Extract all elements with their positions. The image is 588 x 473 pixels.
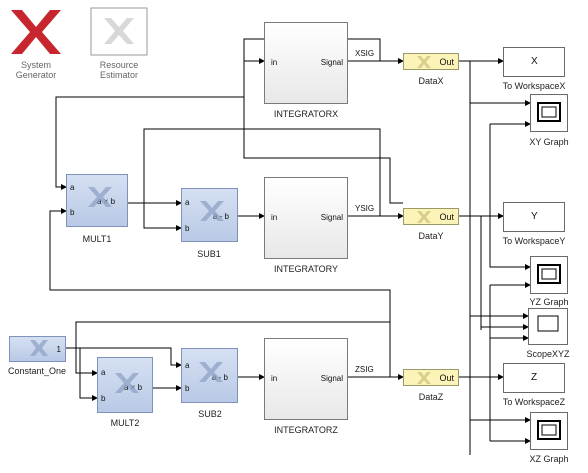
datax-port-out: Out bbox=[439, 57, 454, 67]
to-workspace-x-block[interactable]: X bbox=[503, 47, 565, 77]
constant-one-block[interactable]: 1 bbox=[9, 336, 66, 362]
scopexyz-label: ScopeXYZ bbox=[526, 349, 570, 359]
sub2-block[interactable]: a b a - b bbox=[181, 348, 238, 403]
integratory-block[interactable]: in Signal bbox=[264, 177, 348, 259]
datay-block[interactable]: Out bbox=[403, 208, 459, 225]
mult2-op: a × b bbox=[124, 383, 143, 392]
sub2-op: a - b bbox=[212, 373, 229, 382]
scope-icon bbox=[537, 315, 559, 332]
xz-graph-icon bbox=[537, 420, 561, 440]
integratorz-block[interactable]: in Signal bbox=[264, 338, 348, 420]
wire-y-yz bbox=[489, 216, 531, 270]
wire-intx-feedback bbox=[243, 97, 403, 204]
wire-const-sub2-a bbox=[80, 347, 182, 368]
datax-label: DataX bbox=[418, 76, 444, 86]
sub1-port-a: a bbox=[185, 198, 190, 207]
wire-x-mult1-a bbox=[55, 61, 245, 190]
sub2-port-b: b bbox=[185, 384, 190, 393]
sub1-op: a - b bbox=[213, 212, 230, 221]
constant-one-value: 1 bbox=[56, 345, 61, 354]
mult1-block[interactable]: a b a × b bbox=[66, 174, 128, 227]
xy-graph-icon bbox=[537, 102, 561, 122]
integratory-label: INTEGRATORY bbox=[273, 264, 339, 274]
dataz-port-out: Out bbox=[439, 373, 454, 383]
mult1-port-a: a bbox=[70, 183, 75, 192]
datay-label: DataY bbox=[418, 231, 444, 241]
xy-graph-block[interactable] bbox=[530, 94, 568, 132]
to-workspace-x-var: X bbox=[531, 56, 538, 67]
ysig-label: YSIG bbox=[355, 204, 375, 213]
mult2-label: MULT2 bbox=[110, 418, 140, 428]
integratorz-port-in: in bbox=[271, 374, 278, 383]
mult1-label: MULT1 bbox=[82, 234, 112, 244]
wire-z-mult1-b bbox=[49, 208, 391, 377]
integratorx-port-out: Signal bbox=[320, 58, 343, 67]
sub2-port-a: a bbox=[185, 361, 190, 370]
xilinx-logo-icon bbox=[11, 10, 61, 54]
dataz-block[interactable]: Out bbox=[403, 369, 459, 386]
to-workspace-z-block[interactable]: Z bbox=[503, 363, 565, 393]
integratorx-port-in: in bbox=[271, 58, 278, 67]
zsig-label: ZSIG bbox=[355, 365, 374, 374]
integratorx-label: INTEGRATORX bbox=[273, 109, 339, 119]
xz-graph-label: XZ Graph bbox=[529, 454, 569, 464]
datay-port-out: Out bbox=[439, 212, 454, 222]
wire-datax-mult1-a bbox=[243, 38, 381, 64]
to-workspace-x-label: To WorkspaceX bbox=[502, 81, 566, 91]
to-workspace-y-label: To WorkspaceY bbox=[502, 236, 566, 246]
datax-block[interactable]: Out bbox=[403, 53, 459, 70]
dataz-label: DataZ bbox=[418, 392, 444, 402]
sub1-label: SUB1 bbox=[197, 249, 221, 259]
integratorx-block[interactable]: in Signal bbox=[264, 22, 348, 104]
constant-one-label: Constant_One bbox=[7, 366, 67, 376]
integratorz-port-out: Signal bbox=[320, 374, 343, 383]
xz-graph-block[interactable] bbox=[530, 412, 568, 450]
integratory-port-in: in bbox=[271, 213, 278, 222]
scopexyz-block[interactable] bbox=[528, 308, 568, 345]
to-workspace-z-label: To WorkspaceZ bbox=[502, 397, 566, 407]
yz-graph-label: YZ Graph bbox=[529, 297, 569, 307]
mult2-port-b: b bbox=[101, 394, 106, 403]
integratorz-label: INTEGRATORZ bbox=[274, 425, 338, 435]
wire-z-mult2-a bbox=[75, 321, 390, 376]
yz-graph-block[interactable] bbox=[530, 256, 568, 294]
mult1-op: a × b bbox=[97, 197, 116, 206]
integratory-port-out: Signal bbox=[320, 213, 343, 222]
resource-estimator-icon bbox=[104, 18, 134, 44]
sub1-port-b: b bbox=[185, 224, 190, 233]
to-workspace-z-var: Z bbox=[531, 372, 538, 383]
sub1-block[interactable]: a b a - b bbox=[181, 188, 238, 242]
xy-graph-label: XY Graph bbox=[529, 137, 569, 147]
mult1-port-b: b bbox=[70, 208, 75, 217]
yz-graph-icon bbox=[537, 264, 561, 284]
to-workspace-y-block[interactable]: Y bbox=[503, 202, 565, 232]
mult2-block[interactable]: a b a × b bbox=[97, 357, 153, 413]
xsig-label: XSIG bbox=[355, 49, 375, 58]
sub2-label: SUB2 bbox=[198, 409, 222, 419]
to-workspace-y-var: Y bbox=[531, 211, 538, 222]
mult2-port-a: a bbox=[101, 368, 106, 377]
